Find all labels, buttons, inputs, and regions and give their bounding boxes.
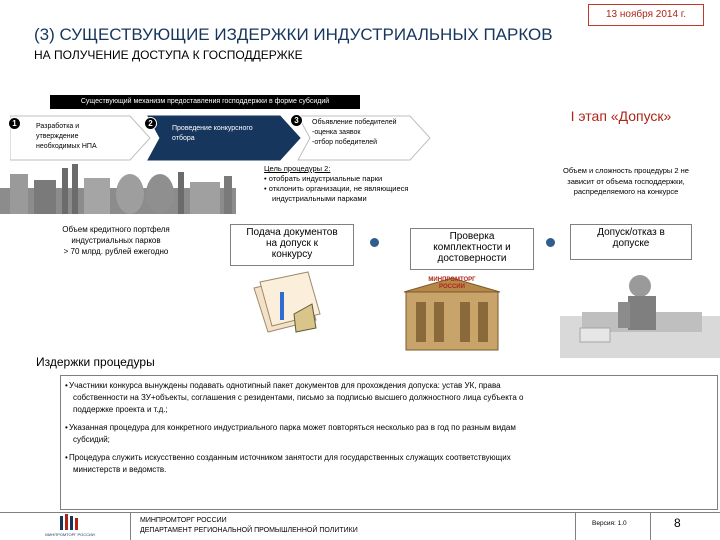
portfolio-line: Объем кредитного портфеля	[36, 224, 196, 235]
submit-line: конкурсу	[233, 249, 351, 260]
goal-heading: Цель процедуры 2:	[264, 164, 494, 174]
step-3-number: 3	[290, 114, 303, 127]
footer-org-line: МИНПРОМТОРГ РОССИИ	[140, 516, 358, 526]
decision-line: допуске	[573, 238, 689, 249]
footer-divider-right	[650, 512, 651, 540]
check-line: комплектности и	[413, 242, 531, 253]
portfolio-line: индустриальных парков	[36, 235, 196, 246]
step-1-line: утверждение	[36, 132, 97, 142]
step-1-text: Разработка и утверждение необходимых НПА	[36, 122, 97, 152]
submit-documents-box: Подача документов на допуск к конкурсу	[230, 224, 354, 266]
portfolio-note: Объем кредитного портфеля индустриальных…	[36, 224, 196, 257]
cost-line: Указанная процедура для конкретного инду…	[69, 423, 516, 432]
logo-text: МИНПРОМТОРГ РОССИИ	[45, 532, 95, 537]
page-subtitle: НА ПОЛУЧЕНИЕ ДОСТУПА К ГОСПОДДЕРЖКЕ	[34, 48, 594, 62]
flow-dot-icon	[370, 238, 379, 247]
check-documents-box: Проверка комплектности и достоверности	[410, 228, 534, 270]
cost-line: субсидий;	[65, 434, 713, 446]
cost-item: •Процедура служить искусственно созданны…	[65, 452, 713, 476]
page-title: (3) СУЩЕСТВУЮЩИЕ ИЗДЕРЖКИ ИНДУСТРИАЛЬНЫХ…	[34, 25, 594, 45]
complexity-line: зависит от объема господдержки,	[536, 177, 716, 188]
cost-line: министерств и ведомств.	[65, 464, 713, 476]
cost-line: Участники конкурса вынуждены подавать од…	[69, 381, 501, 390]
cost-line: Процедура служить искусственно созданным…	[69, 453, 511, 462]
complexity-line: распределяемого на конкурсе	[536, 187, 716, 198]
building-sign: МИНПРОМТОРГ РОССИИ	[412, 277, 492, 291]
footer-org: МИНПРОМТОРГ РОССИИ ДЕПАРТАМЕНТ РЕГИОНАЛЬ…	[140, 516, 358, 536]
footer-divider-mid	[575, 512, 576, 540]
step-1-line: необходимых НПА	[36, 142, 97, 152]
date-badge: 13 ноября 2014 г.	[588, 4, 704, 26]
goal-item: отклонить организации, не являющиеся	[264, 184, 494, 194]
stage-label: I этап «Допуск»	[546, 108, 696, 124]
step-2-line: Проведение конкурсного	[172, 124, 253, 134]
step-3-text: Объявление победителей -оценка заявок -о…	[312, 118, 397, 148]
flow-dot-icon	[546, 238, 555, 247]
building-sign-line: МИНПРОМТОРГ	[412, 277, 492, 284]
submit-line: на допуск к	[233, 238, 351, 249]
step-2-line: отбора	[172, 134, 253, 144]
decision-line: Допуск/отказ в	[573, 227, 689, 238]
goal-block: Цель процедуры 2: отобрать индустриальны…	[264, 164, 494, 204]
check-line: достоверности	[413, 253, 531, 264]
portfolio-line: > 70 млрд. рублей ежегодно	[36, 246, 196, 257]
footer-divider-left	[130, 512, 131, 540]
cost-item: •Участники конкурса вынуждены подавать о…	[65, 380, 713, 416]
check-line: Проверка	[413, 231, 531, 242]
complexity-line: Объем и сложность процедуры 2 не	[536, 166, 716, 177]
page-number: 8	[674, 516, 681, 530]
decision-box: Допуск/отказ в допуске	[570, 224, 692, 260]
step-3-line: -отбор победителей	[312, 138, 397, 148]
factory-illustration	[0, 160, 240, 216]
cost-item: •Указанная процедура для конкретного инд…	[65, 422, 713, 446]
version-label: Версия: 1.0	[592, 520, 627, 527]
footer-divider	[0, 512, 720, 513]
step-2-number: 2	[144, 117, 157, 130]
cost-line: поддержке проекта и т.д.;	[65, 404, 713, 416]
tired-person-icon	[560, 268, 720, 358]
step-2-text: Проведение конкурсного отбора	[172, 124, 253, 144]
mechanism-label: Существующий механизм предоставления гос…	[50, 95, 360, 109]
goal-item-continuation: индустриальными парками	[264, 194, 494, 204]
step-1-number: 1	[8, 117, 21, 130]
complexity-note: Объем и сложность процедуры 2 не зависит…	[536, 166, 716, 198]
costs-title: Издержки процедуры	[36, 355, 155, 369]
cost-line: собственности на ЗУ+объекты, соглашения …	[65, 392, 713, 404]
documents-icon	[246, 270, 330, 340]
step-1-line: Разработка и	[36, 122, 97, 132]
submit-line: Подача документов	[233, 227, 351, 238]
goal-item: отобрать индустриальные парки	[264, 174, 494, 184]
step-3-line: -оценка заявок	[312, 128, 397, 138]
footer-org-line: ДЕПАРТАМЕНТ РЕГИОНАЛЬНОЙ ПРОМЫШЛЕННОЙ ПО…	[140, 526, 358, 536]
ministry-logo-icon: МИНПРОМТОРГ РОССИИ	[40, 514, 100, 538]
costs-box: •Участники конкурса вынуждены подавать о…	[60, 375, 718, 510]
building-sign-line: РОССИИ	[412, 284, 492, 291]
step-3-line: Объявление победителей	[312, 118, 397, 128]
